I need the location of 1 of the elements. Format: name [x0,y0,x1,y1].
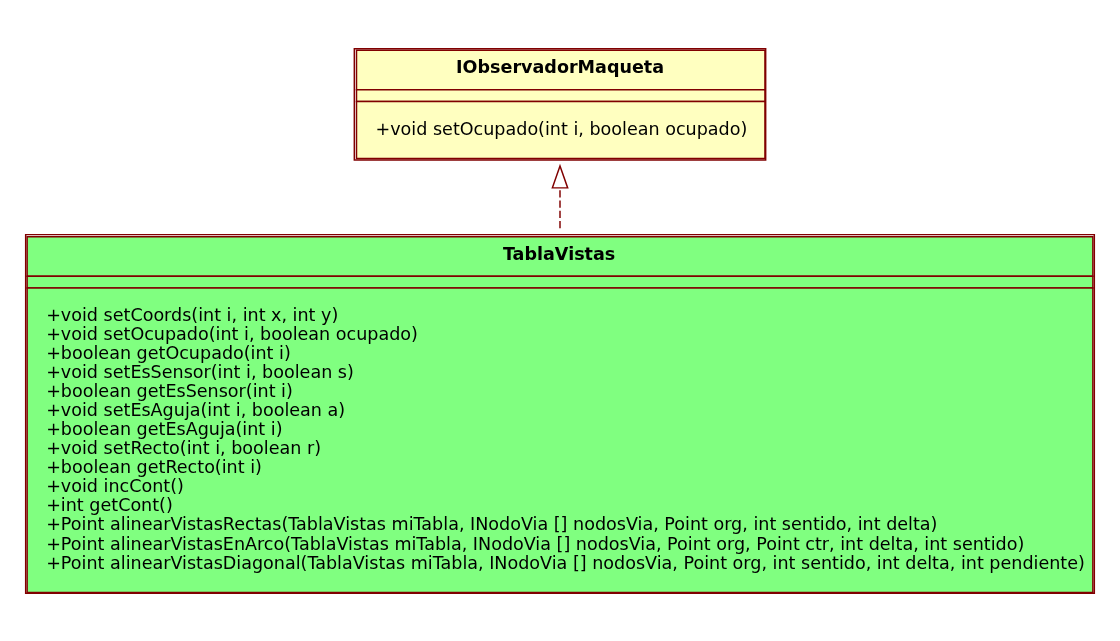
arrow [551,163,569,229]
